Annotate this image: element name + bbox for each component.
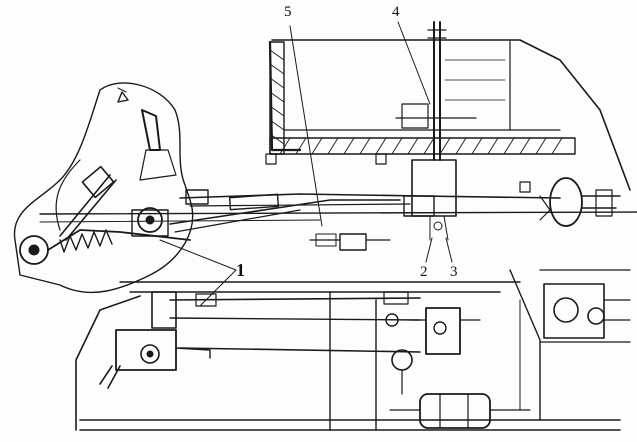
lower-linkage-rods	[151, 291, 421, 353]
left-housing-outline	[13, 82, 194, 293]
valve-block	[409, 307, 481, 355]
control-pedal-assembly	[395, 21, 477, 241]
master-cylinder	[19, 165, 191, 265]
gear-shift-lever	[117, 87, 177, 181]
callout-1: 1	[236, 260, 245, 280]
lower-chassis	[75, 269, 631, 431]
right-servo-unit	[539, 177, 621, 227]
cabin-section	[265, 39, 631, 193]
callout-5: 5	[284, 4, 292, 20]
callout-2: 2	[420, 264, 428, 280]
leader-lines	[159, 21, 453, 307]
air-tank	[389, 349, 531, 429]
pedal-bracket	[131, 207, 169, 237]
lower-right-unit	[543, 283, 631, 339]
control-cables	[39, 189, 637, 251]
callout-3: 3	[450, 264, 458, 280]
callout-4: 4	[392, 4, 400, 20]
lower-actuator	[99, 329, 211, 389]
